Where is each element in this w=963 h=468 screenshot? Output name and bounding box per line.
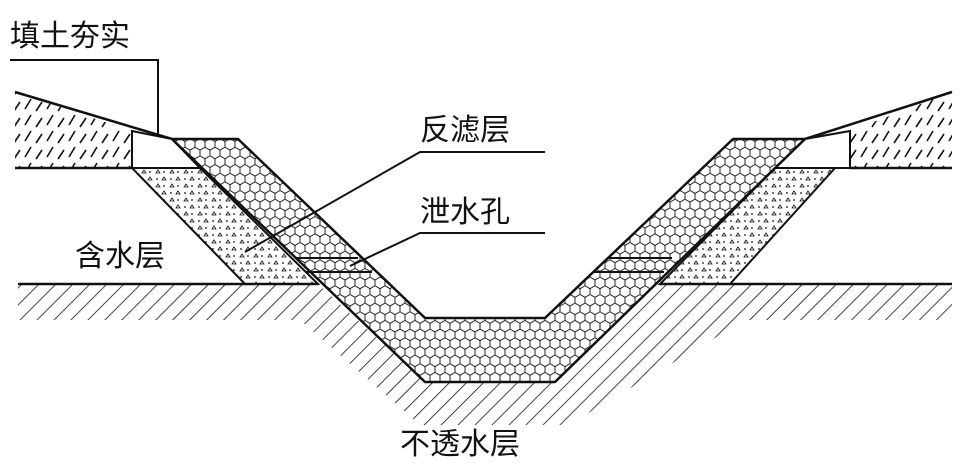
label-filter-layer: 反滤层 <box>420 113 510 148</box>
ground-surface-right <box>804 90 953 141</box>
leader-fill <box>10 59 159 134</box>
leader-filter <box>244 151 545 253</box>
aquifer-right <box>657 167 838 285</box>
filter-layer <box>170 137 807 384</box>
topsoil-left <box>15 92 132 168</box>
leader-drain-hole <box>349 232 545 267</box>
drain-hole-right <box>594 257 672 273</box>
drain-hole-left <box>296 257 372 273</box>
label-aquifer: 含水层 <box>75 239 165 274</box>
ground-surface-left <box>14 90 173 141</box>
aquifer-left <box>129 167 321 285</box>
label-drain-hole: 泄水孔 <box>420 195 510 230</box>
impermeable-layer <box>18 284 952 425</box>
topsoil-right <box>850 92 952 168</box>
label-impermeable-layer: 不透水层 <box>400 427 520 462</box>
label-compacted-fill: 填土夯实 <box>10 19 130 54</box>
